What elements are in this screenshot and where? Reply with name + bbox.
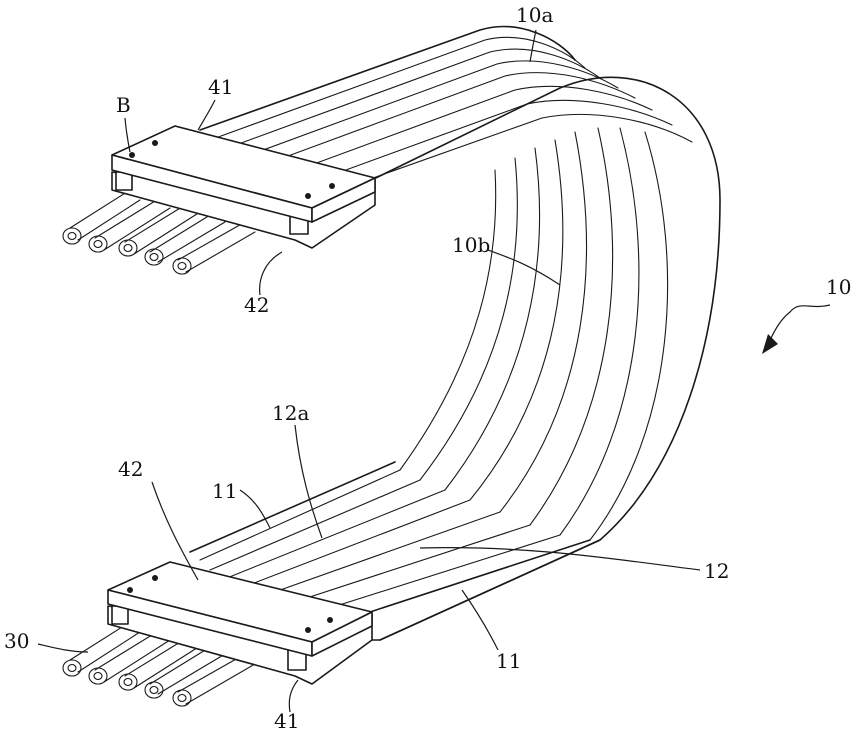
- leader-12a: [294, 424, 323, 539]
- label-10b: 10b: [452, 233, 490, 257]
- leader-10a: [529, 29, 537, 63]
- bottom-connector: [62, 561, 373, 707]
- leader-B: [124, 117, 131, 153]
- bottom-block-hole-4: [327, 617, 333, 623]
- label-42-top: 42: [244, 293, 269, 317]
- cable-bend-5: [499, 131, 588, 513]
- cable-layer-3-bottom: [221, 489, 446, 581]
- label-30: 30: [4, 629, 29, 653]
- top-block-hole-3: [305, 193, 311, 199]
- leader-41-bottom: [288, 679, 299, 713]
- label-42-bottom: 42: [118, 457, 143, 481]
- cable-layer-7-top: [293, 113, 693, 207]
- cable-lower-top-edge: [189, 461, 396, 553]
- leader-10b: [487, 249, 561, 286]
- cable-outer-edge: [299, 76, 721, 641]
- cable-bend-8: [589, 131, 669, 541]
- label-11-left: 11: [212, 479, 237, 503]
- label-11-right: 11: [496, 649, 521, 673]
- label-41-bottom: 41: [274, 709, 299, 733]
- cable-bend-3: [444, 147, 541, 491]
- cable-bend-6: [529, 127, 614, 526]
- cable-layer-4-top: [249, 72, 636, 171]
- leader-41-top: [197, 99, 216, 131]
- arrow-10-head: [762, 334, 778, 354]
- cable-bundle: [189, 25, 721, 641]
- bottom-block-hole-2: [152, 575, 158, 581]
- cable-bend-1: [399, 169, 497, 471]
- leader-12: [419, 547, 701, 571]
- bottom-block-hole-3: [305, 627, 311, 633]
- top-block-41-side: [311, 177, 376, 223]
- cable-layer-2-top: [221, 48, 601, 151]
- leader-42-top: [259, 251, 283, 296]
- cable-layer-6-bottom: [269, 524, 531, 611]
- leader-11-left: [239, 489, 271, 529]
- cable-layer-1-top: [209, 36, 586, 141]
- cable-layer-5-bottom: [251, 511, 501, 601]
- label-12: 12: [704, 559, 729, 583]
- leader-lines: [37, 29, 831, 713]
- cable-layer-6-top: [279, 99, 673, 195]
- cable-layer-4-bottom: [235, 499, 471, 591]
- cable-layer-5-top: [264, 85, 653, 183]
- cable-layer-2-bottom: [209, 479, 421, 571]
- leader-30: [37, 643, 89, 653]
- label-41-top: 41: [208, 75, 233, 99]
- cable-top-edge: [199, 25, 576, 131]
- cable-bend-2: [419, 157, 518, 481]
- cable-layer-3-top: [235, 60, 619, 161]
- label-10: 10: [826, 275, 851, 299]
- cable-layer-1-bottom: [199, 469, 401, 561]
- top-connector: [62, 125, 376, 275]
- label-B: B: [116, 93, 131, 117]
- top-block-hole-1: [129, 152, 135, 158]
- top-block-hole-4: [329, 183, 335, 189]
- bottom-block-42-side: [311, 611, 373, 657]
- leader-10-arrow: [769, 304, 831, 341]
- bottom-block-hole-1: [127, 587, 133, 593]
- reference-labels: 10a 41 B 10b 10 42 12a 42 11 12 30 11 41: [4, 3, 851, 733]
- cable-lower-face: [369, 539, 601, 641]
- leader-42-bottom: [151, 481, 199, 581]
- cable-bend-4: [469, 139, 564, 501]
- leader-11-right: [461, 589, 499, 651]
- cable-bend-7: [559, 127, 640, 536]
- label-12a: 12a: [272, 401, 309, 425]
- top-block-hole-2: [152, 140, 158, 146]
- top-cable-stubs: [62, 189, 256, 275]
- label-10a: 10a: [516, 3, 553, 27]
